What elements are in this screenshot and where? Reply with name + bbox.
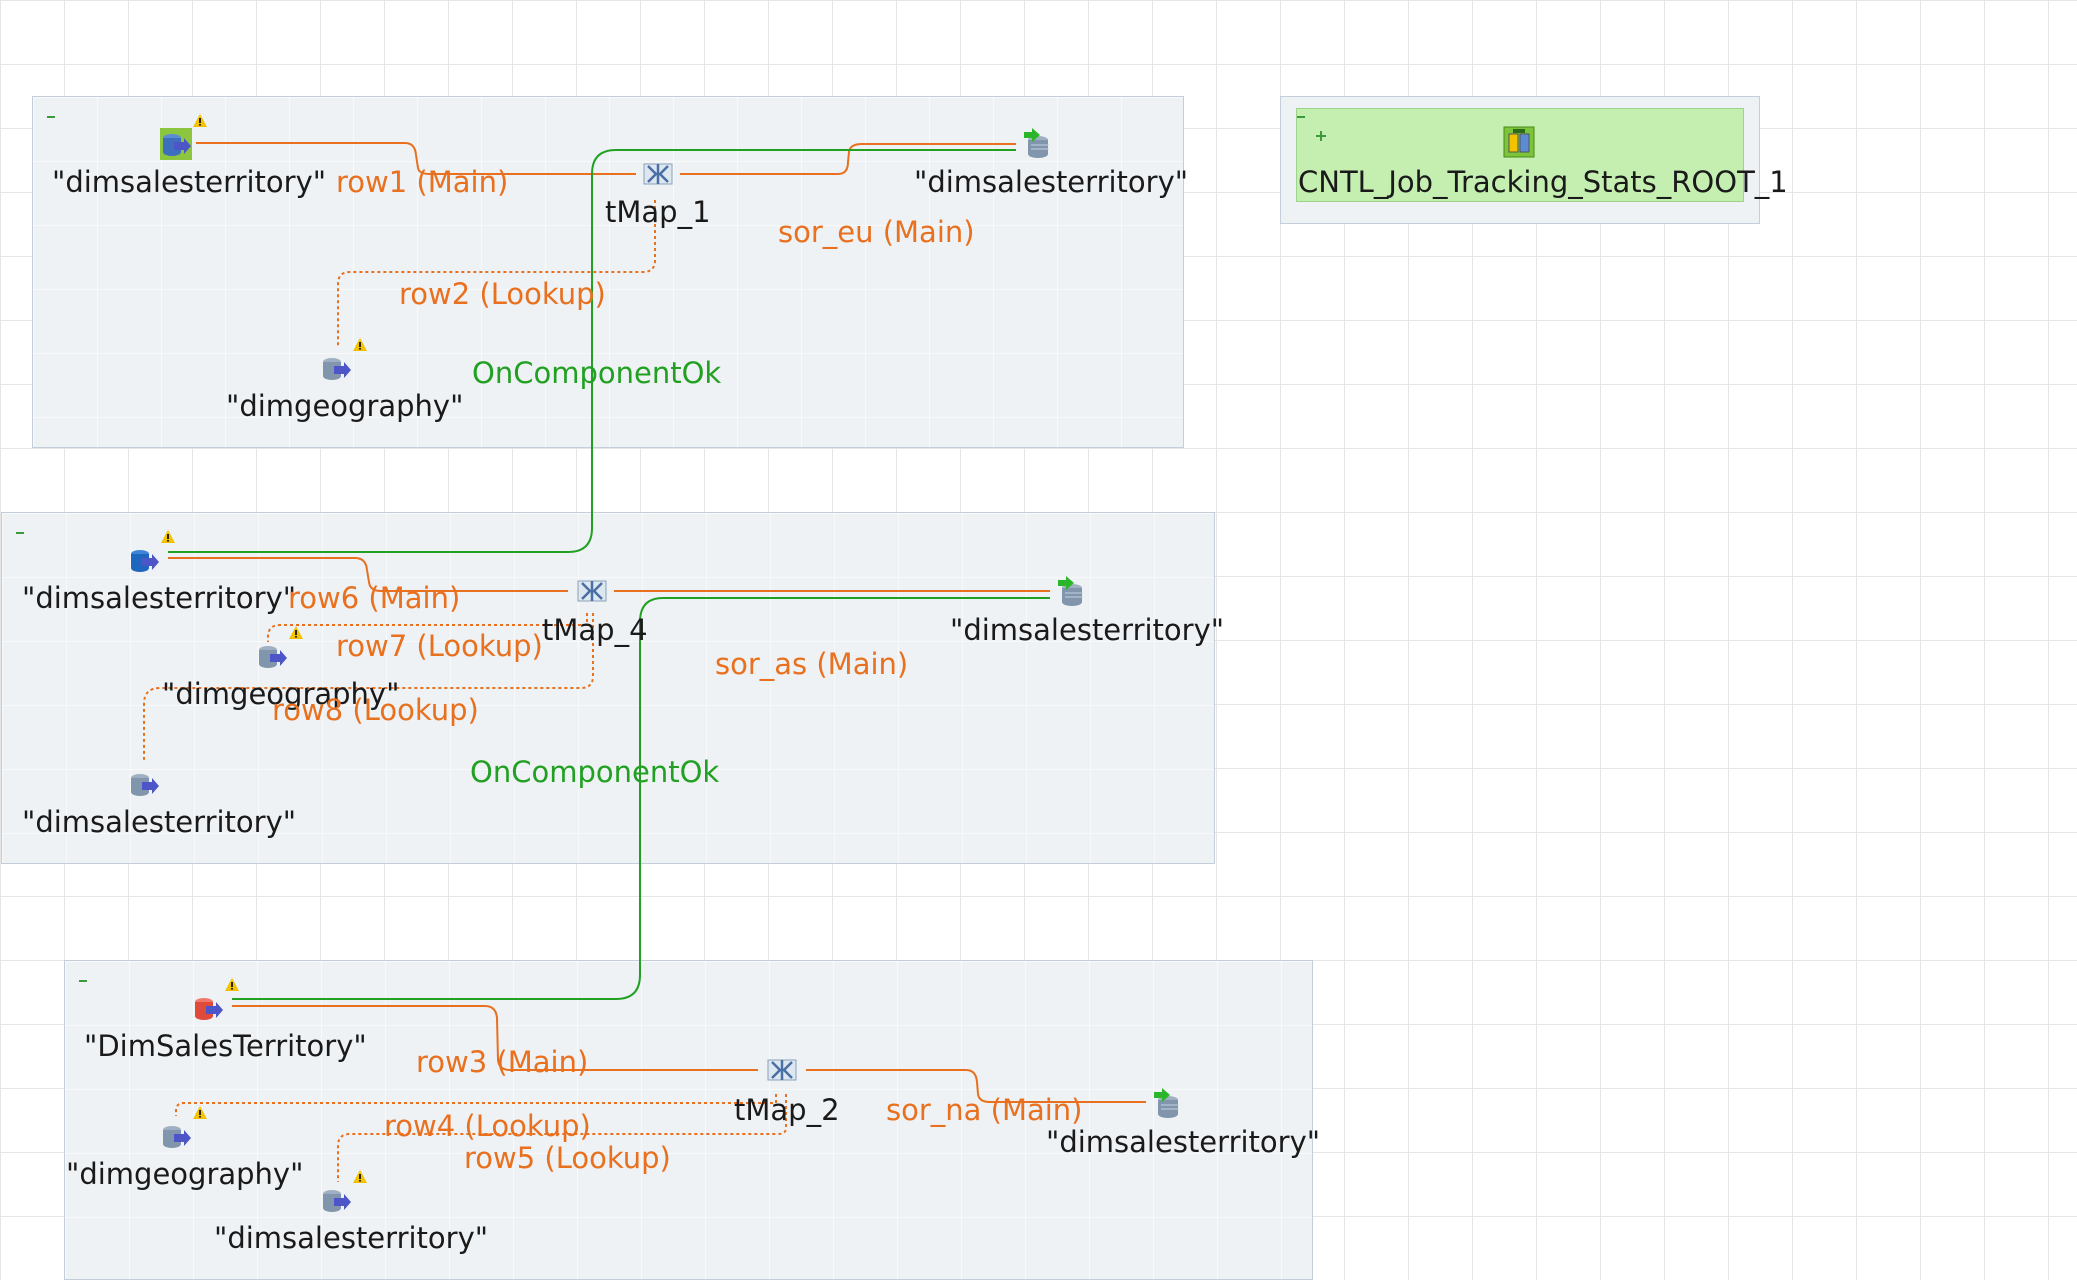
component-label-lookup: "dimgeography" [66,1157,304,1191]
row-label-output[interactable]: sor_as (Main) [715,647,909,681]
subjob-3[interactable] [64,960,1313,1280]
subjob-2[interactable] [1,512,1215,864]
subjob-2-collapse-icon[interactable] [16,532,24,534]
trigger-link-1 [168,149,1016,553]
subjob-3-collapse-icon[interactable] [79,980,87,982]
row-label-output[interactable]: sor_eu (Main) [778,215,975,249]
link-row8 [143,613,594,760]
link-row6 [168,557,568,592]
trigger-label[interactable]: OnComponentOk [470,755,720,789]
component-label-lookup: "dimsalesterritory" [22,805,297,839]
tmap-label: tMap_1 [605,195,711,229]
link-row1 [196,142,636,175]
warning-icon [161,528,175,547]
tmap-label: tMap_4 [542,613,648,647]
link-row4 [175,1094,777,1116]
tmap-icon[interactable] [764,1056,800,1084]
row-label-main[interactable]: row3 (Main) [416,1045,589,1079]
warning-icon [289,624,303,643]
component-label-input: "dimsalesterritory" [52,165,327,199]
row-label-lookup[interactable]: row7 (Lookup) [336,629,543,663]
db-input-icon[interactable] [320,352,352,384]
component-label-output: "dimsalesterritory" [950,613,1225,647]
trigger-label[interactable]: OnComponentOk [472,356,722,390]
row-label-lookup[interactable]: row8 (Lookup) [272,693,479,727]
subjob-1-collapse-icon[interactable] [47,116,55,118]
link-sor-na [806,1069,1146,1103]
row-label-lookup[interactable]: row2 (Lookup) [399,277,606,311]
db-input-icon[interactable] [128,544,160,576]
component-label-lookup: "dimgeography" [226,389,464,423]
db-output-icon[interactable] [1148,1088,1182,1120]
warning-icon [193,1104,207,1123]
link-row7 [267,613,588,642]
db-input-icon[interactable] [320,1184,352,1216]
tmap-icon[interactable] [640,160,676,188]
control-component-label: CNTL_Job_Tracking_Stats_ROOT_1 [1298,165,1788,199]
row-label-main[interactable]: row1 (Main) [336,165,509,199]
warning-icon [225,976,239,995]
component-label-lookup: "dimsalesterritory" [214,1221,489,1255]
warning-icon [353,336,367,355]
row-label-lookup[interactable]: row4 (Lookup) [384,1109,591,1143]
db-output-icon[interactable] [1052,576,1086,608]
db-input-icon[interactable] [256,640,288,672]
link-row5 [337,1094,787,1182]
row-label-main[interactable]: row6 (Main) [288,581,461,615]
tmap-icon[interactable] [574,577,610,605]
db-input-icon[interactable] [128,768,160,800]
db-input-icon[interactable] [192,992,224,1024]
tmap-label: tMap_2 [734,1093,840,1127]
component-label-input: "dimsalesterritory" [22,581,297,615]
db-input-icon[interactable] [160,128,192,160]
control-collapse-icon[interactable] [1297,116,1305,118]
component-label-output: "dimsalesterritory" [914,165,1189,199]
job-tracking-icon[interactable] [1503,126,1535,158]
component-label-lookup: "dimgeography" [162,677,400,711]
row-label-output[interactable]: sor_na (Main) [886,1093,1083,1127]
component-label-input: "DimSalesTerritory" [84,1029,367,1063]
trigger-link-2 [232,597,1050,1000]
expand-icon[interactable] [1316,126,1326,141]
link-sor-eu [680,143,1016,175]
db-input-icon[interactable] [160,1120,192,1152]
warning-icon [353,1168,367,1187]
link-row2 [337,200,656,346]
row-label-lookup[interactable]: row5 (Lookup) [464,1141,671,1175]
db-output-icon[interactable] [1018,128,1052,160]
component-label-output: "dimsalesterritory" [1046,1125,1321,1159]
link-row3 [232,1005,758,1071]
warning-icon [193,112,207,131]
